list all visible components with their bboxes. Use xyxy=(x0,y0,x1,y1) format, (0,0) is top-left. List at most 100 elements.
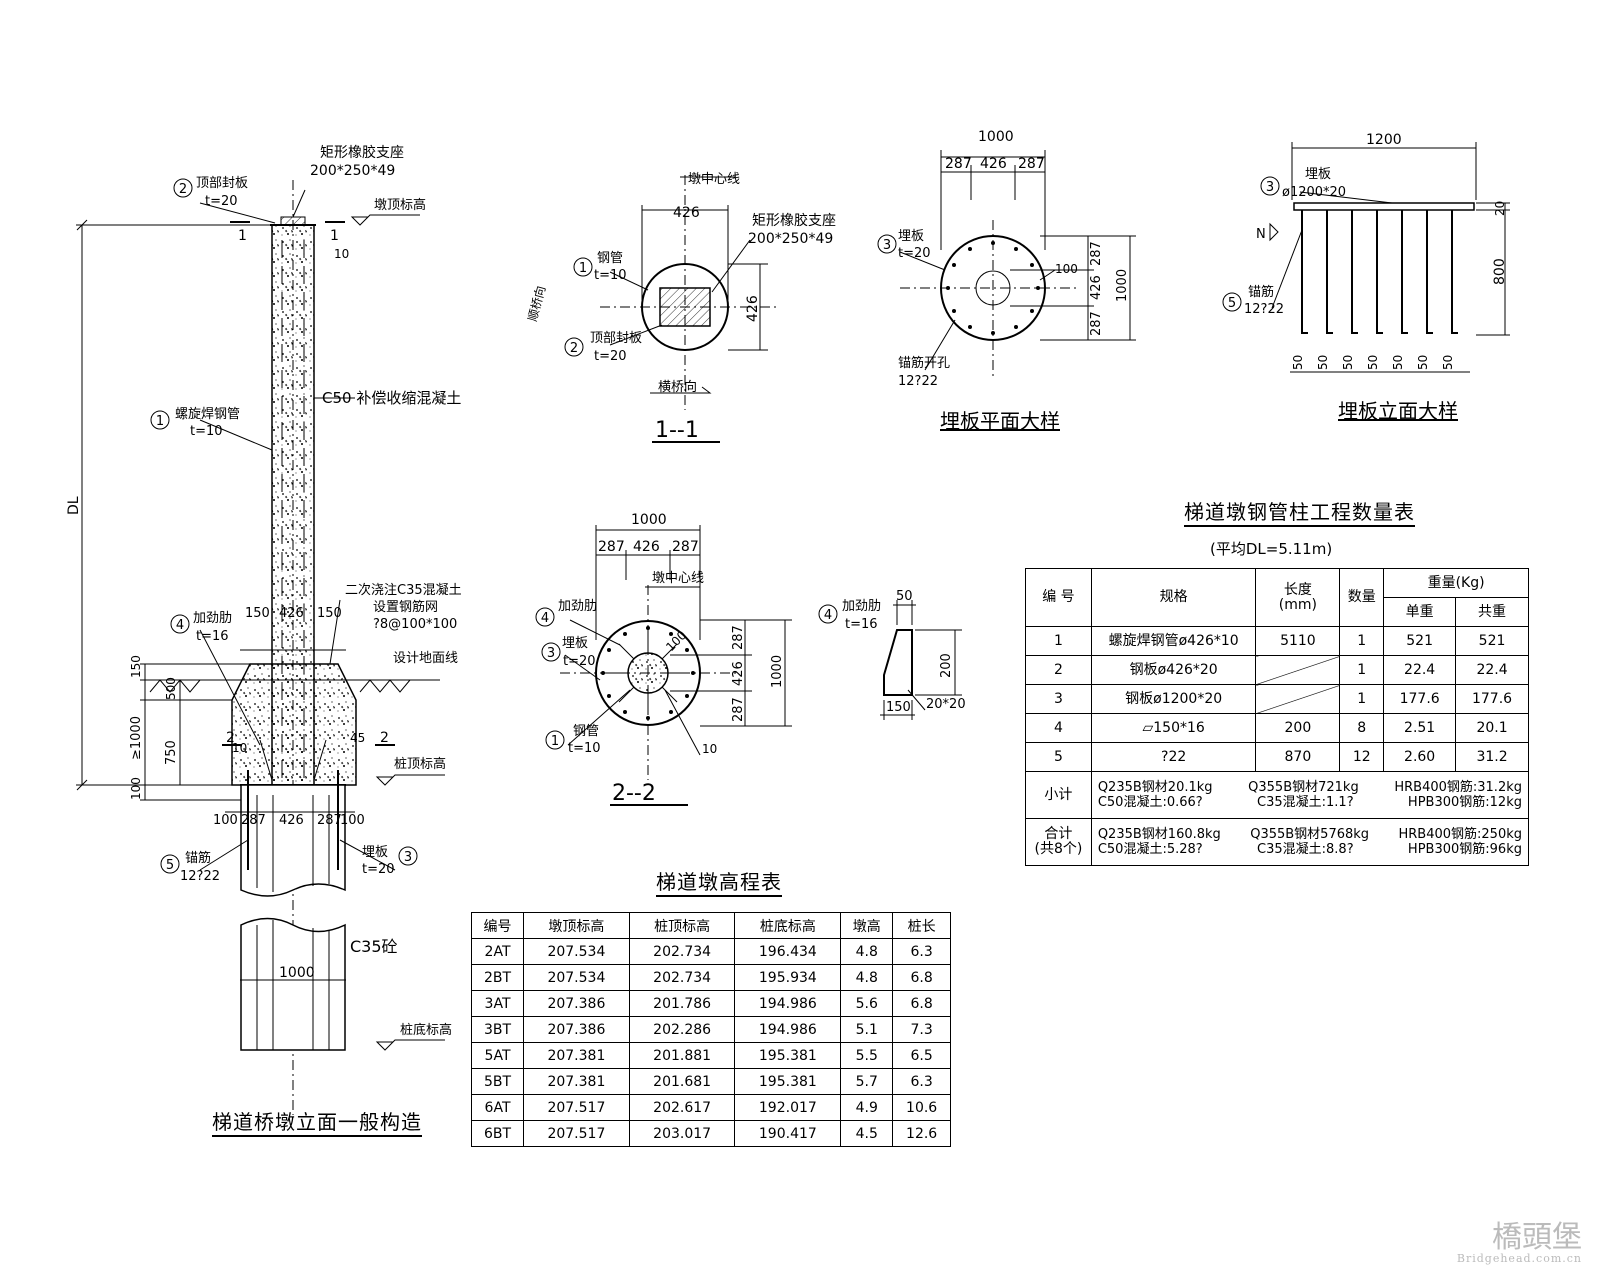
s22-dim-426: 426 xyxy=(633,539,660,555)
qty-total-2b: C35混凝土:8.8? xyxy=(1257,842,1354,857)
table-cell: 1 xyxy=(1339,684,1385,714)
s11-steel-pipe: 钢管 xyxy=(597,251,623,266)
qty-header-length: 长度(mm) xyxy=(1255,568,1341,627)
qty-header-no: 编 号 xyxy=(1025,568,1092,627)
table-cell: 6.8 xyxy=(892,964,951,991)
watermark: 橋頭堡 Bridgehead.com.cn xyxy=(1457,1223,1582,1265)
table-cell: 5.5 xyxy=(840,1042,894,1069)
anchor-bars xyxy=(1301,210,1458,334)
pe-spacing-labels: 50 50 50 50 50 50 50 xyxy=(1291,355,1455,370)
s22-embed-plate-t: t=20 xyxy=(563,654,596,669)
table-cell: 2 xyxy=(1025,655,1092,685)
table-cell: 202.734 xyxy=(628,938,736,965)
stiffener-label: 加劲肋 xyxy=(193,611,232,626)
s11-along-bridge: 顺桥向 xyxy=(524,284,548,323)
sd-dim-200: 200 xyxy=(939,653,954,678)
pp-anchor-spec: 12?22 xyxy=(898,374,938,389)
sd-dim-20x20: 20*20 xyxy=(926,697,966,712)
table-cell: 2.51 xyxy=(1383,713,1457,743)
table-cell: 螺旋焊钢管ø426*10 xyxy=(1090,626,1257,656)
pile-bottom-elev-label: 桩底标高 xyxy=(400,1022,452,1038)
table-cell: 3 xyxy=(1025,684,1092,714)
table-cell: 207.386 xyxy=(523,990,630,1017)
table-cell: 207.386 xyxy=(523,1016,630,1043)
pp-dim-426: 426 xyxy=(980,156,1007,172)
plate-elevation: 3 5 1200 埋板 ø1200*20 N 锚筋 12?22 20 800 5… xyxy=(1222,132,1510,423)
s22-circle-4: 4 xyxy=(541,611,549,626)
pe-dim-20: 20 xyxy=(1493,201,1507,216)
qty-subtotal-1a: Q235B钢材20.1kg xyxy=(1097,780,1213,795)
pe-spacing-6: 50 xyxy=(1416,355,1430,370)
col-header: 桩底标高 xyxy=(734,912,842,939)
pe-embed-spec: ø1200*20 xyxy=(1282,185,1346,200)
table-cell: 5 xyxy=(1025,742,1092,772)
table-cell: 22.4 xyxy=(1383,655,1457,685)
table-cell: 10.6 xyxy=(892,1094,951,1121)
section-2-left: 2 xyxy=(226,730,235,746)
embed-plate-thickness: t=20 xyxy=(362,862,395,877)
qty-subtotal-label: 小计 xyxy=(1025,771,1092,819)
pp-anchor-hole: 锚筋开孔 xyxy=(898,355,950,371)
table-cell: 2.60 xyxy=(1383,742,1457,772)
dim-426: 426 xyxy=(279,606,304,621)
table-cell: 20.1 xyxy=(1455,713,1529,743)
anchor-spec: 12?22 xyxy=(180,869,220,884)
table-cell: 5BT xyxy=(470,1068,525,1095)
table-cell: 6.5 xyxy=(892,1042,951,1069)
pp-dim-v1000: 1000 xyxy=(1115,269,1130,302)
qty-subtotal-1b: Q355B钢材721kg xyxy=(1248,780,1359,795)
dim-ge1000: ≥1000 xyxy=(129,716,144,760)
table-cell: 194.986 xyxy=(734,1016,842,1043)
c35-label: C35砼 xyxy=(350,937,398,956)
dim-100: 100 xyxy=(129,777,143,800)
spiral-pipe-label: 螺旋焊钢管 xyxy=(175,406,240,422)
pp-embed-plate: 埋板 xyxy=(898,229,924,244)
elevation-table-title: 梯道墩高程表 xyxy=(656,870,782,894)
bearing-label: 矩形橡胶支座 xyxy=(320,144,404,161)
pe-dim-800: 800 xyxy=(1492,258,1508,285)
table-cell: 2BT xyxy=(470,964,525,991)
quantity-table-subtitle: (平均DL=5.11m) xyxy=(1210,540,1333,558)
table-cell: 195.381 xyxy=(734,1068,842,1095)
s11-circle-2: 2 xyxy=(570,341,578,356)
s11-center-line: 墩中心线 xyxy=(688,172,740,187)
elev-circle-3: 3 xyxy=(404,850,412,865)
pp-embed-plate-t: t=20 xyxy=(898,246,931,261)
s22-center-line: 墩中心线 xyxy=(652,571,704,586)
pe-anchor: 锚筋 xyxy=(1248,284,1274,300)
pp-dim-v287a: 287 xyxy=(1089,241,1104,266)
table-cell: 12.6 xyxy=(892,1120,951,1147)
s22-dim-v426: 426 xyxy=(731,661,746,686)
table-cell: 177.6 xyxy=(1455,684,1529,714)
col-header: 桩顶标高 xyxy=(628,912,736,939)
dim-750: 750 xyxy=(164,740,179,765)
table-cell: 203.017 xyxy=(628,1120,736,1147)
embed-plate-label: 埋板 xyxy=(362,845,388,860)
table-cell: 4.5 xyxy=(840,1120,894,1147)
pe-anchor-spec: 12?22 xyxy=(1244,302,1284,317)
radial-stiffeners xyxy=(607,632,689,714)
qty-header-count: 数量 xyxy=(1339,568,1385,627)
table-cell: 195.934 xyxy=(734,964,842,991)
pe-dim-1200: 1200 xyxy=(1366,132,1402,148)
qty-subtotal-2b: C35混凝土:1.1? xyxy=(1257,795,1354,810)
table-cell: 8 xyxy=(1339,713,1385,743)
table-cell: 201.881 xyxy=(628,1042,736,1069)
s22-steel-pipe-t: t=10 xyxy=(568,741,601,756)
pe-spacing-2: 50 xyxy=(1316,355,1330,370)
pile-top-elev-label: 桩顶标高 xyxy=(394,756,446,772)
table-cell: 207.517 xyxy=(523,1120,630,1147)
table-cell: 6.8 xyxy=(892,990,951,1017)
mesh-spec: ?8@100*100 xyxy=(373,617,457,632)
dim-b100a: 100 xyxy=(213,813,238,828)
